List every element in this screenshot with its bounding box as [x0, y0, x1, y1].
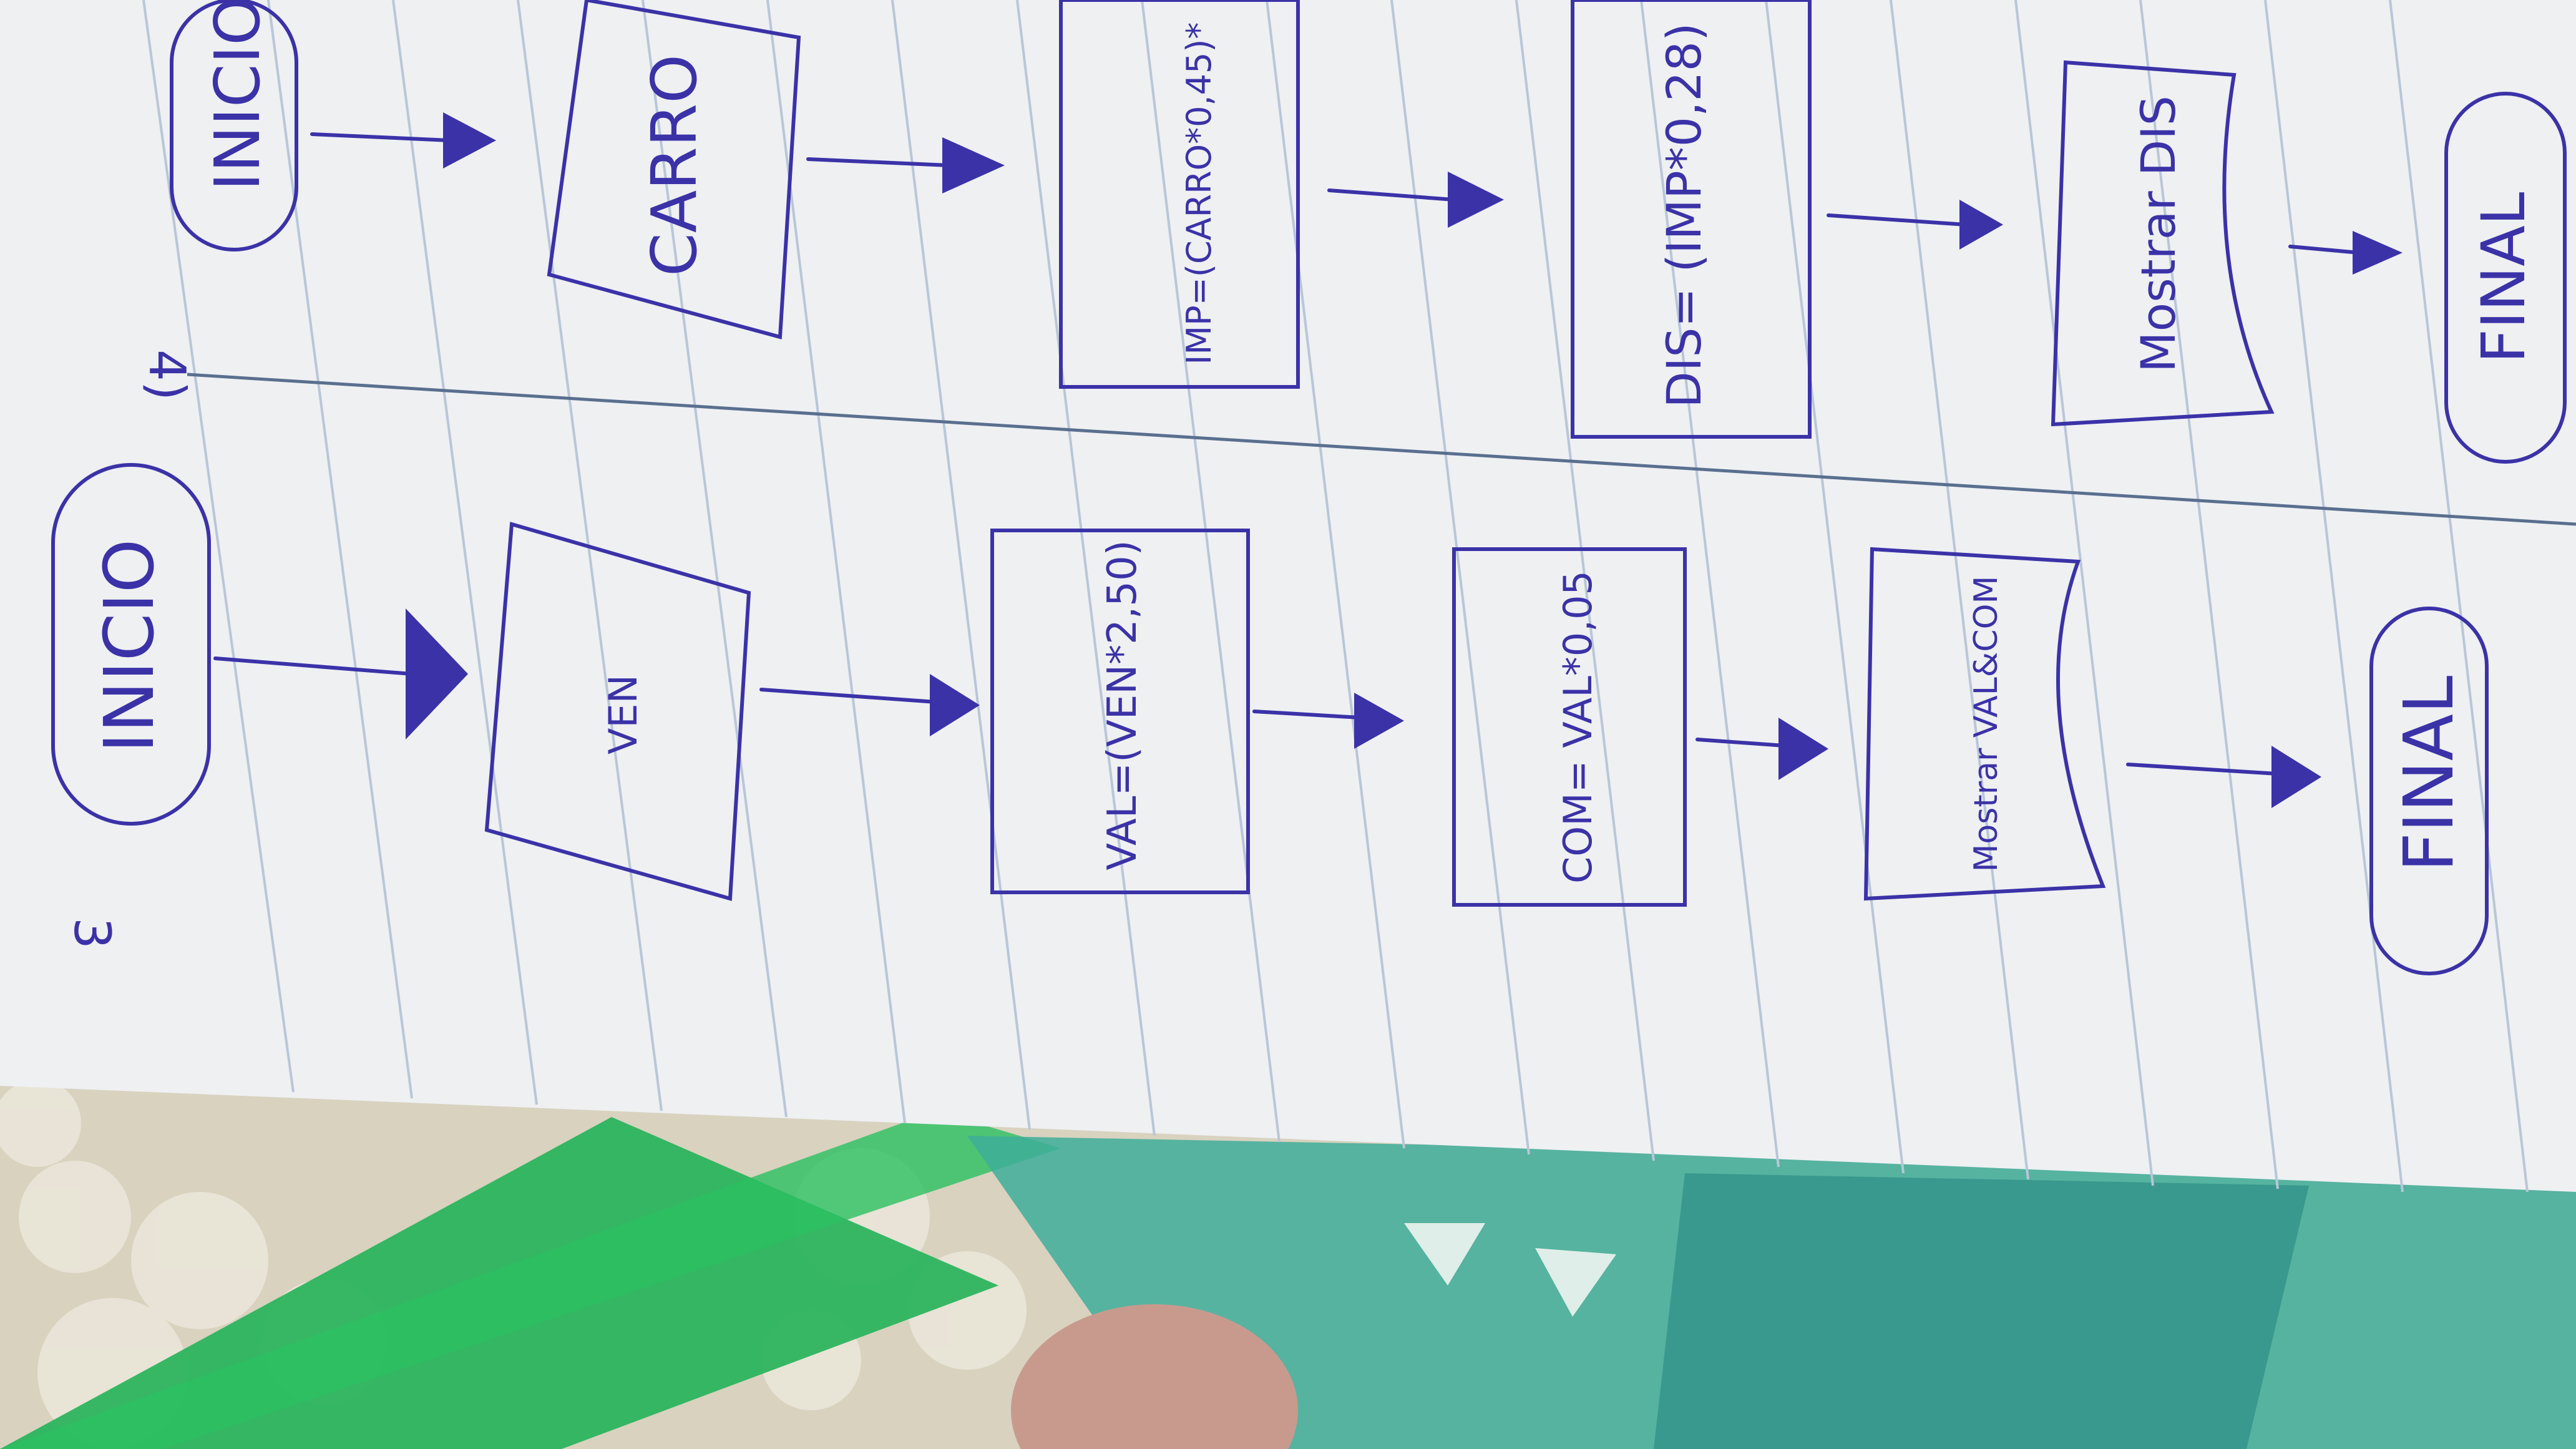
end-terminal-4 [2444, 92, 2567, 464]
arrowheads [406, 112, 2403, 808]
start-terminal-3 [51, 463, 211, 826]
output-label-3: Mostrar VAL&COM [1968, 576, 2005, 872]
flowchart-template [967, 1136, 2576, 1449]
process-label-3-1: VAL=(VEN*2,50) [1100, 540, 1146, 870]
arrows-3 [213, 656, 2280, 776]
finger [1011, 1304, 1298, 1449]
end-label-4: FINAL [2469, 192, 2539, 364]
input-box-4 [547, 0, 801, 339]
input-label-4: CARRO [638, 54, 711, 276]
input-label-3: VEN [600, 675, 646, 754]
diagram-3-number: 3 [63, 917, 121, 949]
start-label-3: INICIO [89, 539, 169, 753]
margin-line [187, 373, 2576, 526]
end-terminal-3 [2369, 607, 2489, 975]
arrows-4 [310, 132, 2361, 255]
output-box-4 [2051, 60, 2275, 427]
process-label-3-2: COM= VAL*0,05 [1555, 570, 1601, 884]
process-box-4-2 [1571, 0, 1812, 439]
ruled-lines [142, 0, 2529, 1193]
process-label-4-1: IMP=(CARRO*0,45)* [1179, 22, 1219, 365]
green-ruler [0, 1111, 1061, 1449]
start-label-4: INICIO [201, 0, 274, 191]
start-terminal-4 [170, 0, 298, 251]
diagram-3 [51, 463, 2489, 975]
output-label-4: Mostrar DIS [2130, 95, 2186, 373]
process-box-3-2 [1452, 547, 1687, 907]
process-label-4-2: DIS= (IMP*0,28) [1656, 22, 1712, 407]
end-label-3: FINAL [2389, 676, 2469, 872]
process-box-3-1 [990, 529, 1250, 894]
input-box-3 [484, 522, 751, 901]
output-box-3 [1863, 547, 2106, 901]
diagram-4 [170, 0, 2567, 464]
diagram-4-number: 4) [138, 349, 196, 401]
process-box-4-1 [1059, 0, 1300, 389]
